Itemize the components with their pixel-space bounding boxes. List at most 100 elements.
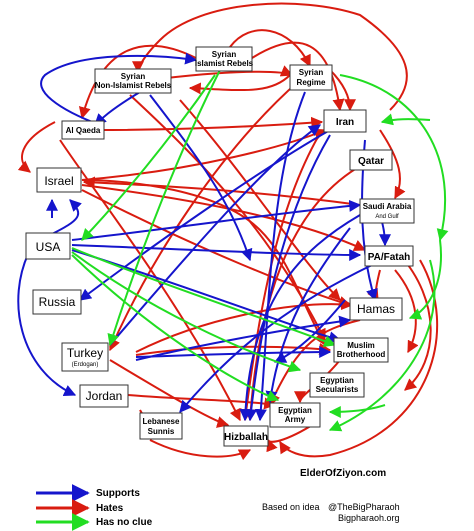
edge-hates [94,116,324,131]
node-label-line: Sunnis [148,427,175,436]
edge-no-clue [71,251,302,373]
node-hamas: Hamas [349,297,403,321]
node-label-line: Israel [44,174,73,188]
edge-supports [254,91,306,422]
edge-supports [94,91,141,126]
node-label-line: Russia [39,295,76,309]
edge-no-clue [339,74,449,242]
node-label-line: Syrian [121,72,146,81]
node-label-line: Turkey [67,346,103,360]
node-usa: USA [25,232,71,260]
edge-hates [132,2,408,111]
node-iran: Iran [323,109,367,133]
node-jordan: Jordan [79,384,129,408]
node-turkey-erdogan: Turkey (Erdogan) [61,342,109,372]
node-label-line: Qatar [358,156,384,167]
node-label-line: (Erdogan) [72,362,99,368]
node-saudi-arabia-and-gulf: Saudi Arabia And Gulf [359,198,415,224]
node-label-line: Brotherhood [337,350,386,359]
edge-hates [81,189,352,308]
node-label-line: Syrian [299,68,324,77]
edge-supports [17,249,77,396]
edge-hates [17,121,56,173]
edge-no-clue [81,74,216,241]
node-label-line: And Gulf [375,214,399,220]
credit-based-on: Based on idea [262,502,320,512]
edge-supports [239,214,361,422]
credit-url: Bigpharaoh.org [338,513,400,523]
node-label-line: PA/Fatah [368,252,411,263]
credit-handle: @TheBigPharaoh [328,502,400,512]
edge-hates [135,298,354,353]
credits: ElderOfZiyon.com Based on idea @TheBigPh… [262,468,400,523]
edge-supports [273,299,346,363]
edge-supports [109,124,321,346]
edge-no-clue [328,404,386,418]
edge-no-clue [107,69,221,347]
edge-supports [135,346,332,359]
edge-hates [78,44,197,120]
edge-hates [82,176,361,206]
node-label-line: Secularists [316,385,359,394]
edge-no-clue [71,254,280,402]
node-label-line: Army [285,415,306,424]
node-label-line: Jordan [86,389,123,403]
nodes: Syrian Islamist Rebels Syrian Non-Islami… [25,46,415,447]
node-label-line: Egyptian [320,376,354,385]
node-label-line: Syrian [212,50,237,59]
edge-hates [251,41,345,112]
legend: Supports Hates Has no clue [36,484,153,531]
edge-hates [149,65,294,81]
edge-no-clue [328,259,436,432]
node-egyptian-army: Egyptian Army [269,402,321,428]
node-label-line: Hizballah [224,432,268,443]
node-qatar: Qatar [349,149,393,171]
credit-site: ElderOfZiyon.com [300,468,386,479]
edge-hates [367,269,381,302]
edge-supports [79,129,331,301]
edge-no-clue [380,113,431,126]
node-muslim-brotherhood: Muslim Brotherhood [333,337,389,363]
node-syrian-regime: Syrian Regime [289,64,333,91]
node-egyptian-secularists: Egyptian Secularists [309,372,365,398]
node-label-line: Saudi Arabia [363,202,412,211]
legend-supports-label: Supports [96,488,140,499]
edge-supports [71,199,362,241]
node-hizballah: Hizballah [223,425,269,447]
edge-hates [329,69,356,112]
node-label-line: Iran [336,117,354,128]
node-al-qaeda: Al Qaeda [61,120,105,140]
edge-supports [40,52,198,126]
edge-no-clue [71,247,337,347]
edge-hates [240,129,323,422]
edge-supports [71,249,342,344]
edge-supports [245,134,331,422]
node-label-line: Regime [297,78,326,87]
legend-no-clue-label: Has no clue [96,517,153,528]
edge-hates [229,29,311,68]
node-label-line: Hamas [357,302,395,316]
node-label-line: Al Qaeda [66,126,101,135]
edge-supports [49,199,82,236]
node-label-line: USA [36,240,61,254]
node-label-line: Egyptian [278,406,312,415]
node-syrian-islamist-rebels: Syrian Islamist Rebels [195,46,254,72]
edge-hates [149,439,252,461]
no-clue-edges [71,69,449,432]
node-label-line: Muslim [347,341,375,350]
node-israel: Israel [36,167,82,193]
edge-hates [399,254,432,391]
node-label-line: Lebanese [143,417,180,426]
node-label-line: Non-Islamist Rebels [95,81,172,90]
edge-supports [265,227,351,404]
node-syrian-non-islamist-rebels: Syrian Non-Islamist Rebels [94,68,172,94]
node-russia: Russia [32,289,82,315]
edge-supports [179,264,373,413]
legend-hates-label: Hates [96,503,124,514]
node-pa-fatah: PA/Fatah [364,245,414,267]
edge-hates [279,259,439,458]
node-label-line: Islamist Rebels [195,59,254,68]
edge-hates [108,79,301,352]
edge-hates [379,129,406,200]
